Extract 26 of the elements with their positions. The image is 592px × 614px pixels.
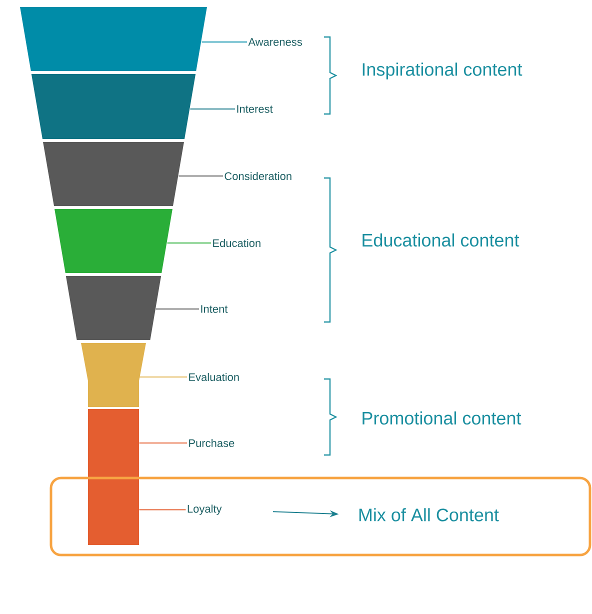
stage-label: Interest [237, 105, 273, 113]
stage-label: Consideration [224, 172, 292, 180]
funnel-segment [66, 276, 162, 340]
leader-line [138, 376, 188, 378]
stage-label: Education [213, 238, 260, 248]
group-label: Educational content [362, 233, 520, 247]
leader-line [190, 108, 236, 110]
funnel-segment [54, 209, 172, 273]
stage-label: Loyalty [188, 504, 222, 515]
stage-label: Intent [201, 305, 228, 313]
funnel-segment [81, 343, 146, 407]
funnel-segment [88, 409, 139, 545]
leader-line [138, 442, 188, 444]
stage-label: Awareness [248, 38, 302, 46]
group-label: Mix of All Content [359, 508, 499, 522]
funnel-segment [20, 7, 207, 71]
funnel-segment [31, 74, 196, 139]
leader-line [166, 242, 212, 244]
leader-line [138, 509, 186, 510]
group-label: Inspirational content [362, 62, 522, 80]
group-label: Promotional content [362, 411, 522, 425]
leader-line [155, 308, 200, 310]
stage-label: Evaluation [189, 372, 239, 382]
highlight-box [50, 476, 592, 556]
stage-label: Purchase [189, 438, 234, 448]
funnel-segment [43, 142, 184, 206]
